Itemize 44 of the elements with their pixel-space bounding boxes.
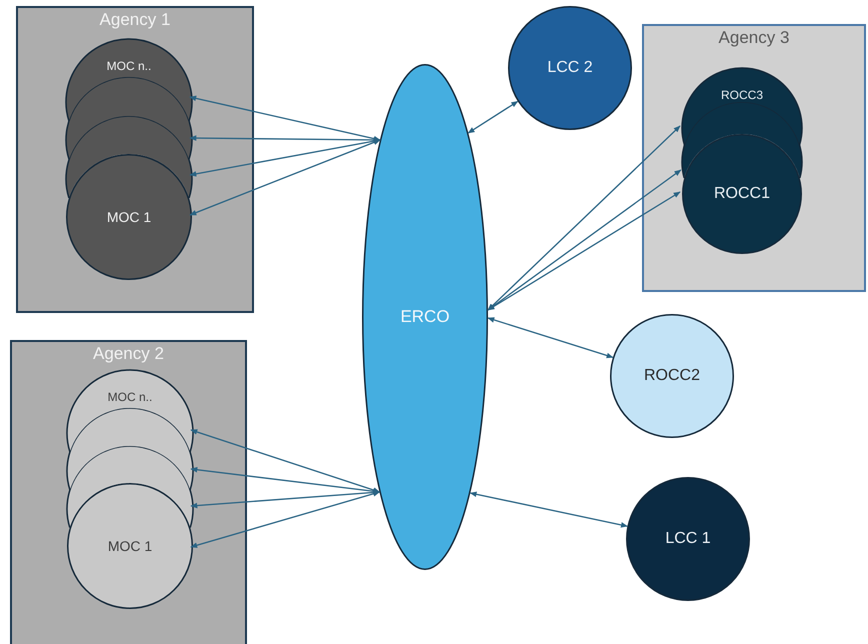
double-arrow — [189, 139, 381, 216]
node-label: MOC n.. — [106, 59, 152, 73]
circle-node — [66, 116, 192, 198]
circle-node — [682, 102, 802, 178]
double-arrow — [470, 492, 628, 528]
double-arrow — [468, 100, 518, 134]
double-arrow — [189, 96, 381, 142]
double-arrow — [189, 135, 381, 143]
circle-node — [66, 77, 192, 160]
circle-node — [682, 68, 802, 145]
agency-panel — [642, 24, 866, 292]
double-arrow — [487, 169, 682, 311]
panel-title: Agency 1 — [98, 10, 172, 30]
agency-panel — [10, 340, 247, 644]
circle-node — [66, 39, 192, 121]
double-arrow — [190, 490, 380, 508]
circle-node — [67, 370, 193, 452]
node-label: ERCO — [400, 307, 450, 327]
circle-node — [682, 134, 802, 254]
node-label: MOC n.. — [108, 390, 152, 404]
node-label: ROCC2 — [644, 367, 700, 385]
node-label: ROCC1 — [714, 185, 770, 203]
panel-title: Agency 3 — [718, 28, 790, 48]
node-label: LCC 1 — [665, 530, 711, 548]
node-label: MOC 1 — [106, 209, 152, 225]
node-label: LCC 2 — [547, 59, 593, 77]
circle-node — [67, 408, 193, 490]
ellipse-node — [362, 64, 488, 570]
double-arrow — [487, 317, 614, 358]
circle-node — [67, 446, 193, 528]
agency-panel — [16, 6, 254, 313]
node-label: MOC 1 — [108, 538, 152, 554]
node-label: ROCC3 — [720, 88, 763, 102]
double-arrow — [488, 126, 680, 310]
circle-node — [626, 477, 750, 601]
double-arrow — [487, 191, 681, 311]
panel-title: Agency 2 — [92, 344, 165, 364]
circle-node — [610, 314, 734, 438]
double-arrow — [190, 491, 380, 548]
double-arrow — [190, 429, 380, 493]
circle-node — [508, 6, 632, 130]
double-arrow — [190, 466, 380, 494]
circle-node — [67, 483, 193, 609]
circle-node — [66, 154, 192, 280]
